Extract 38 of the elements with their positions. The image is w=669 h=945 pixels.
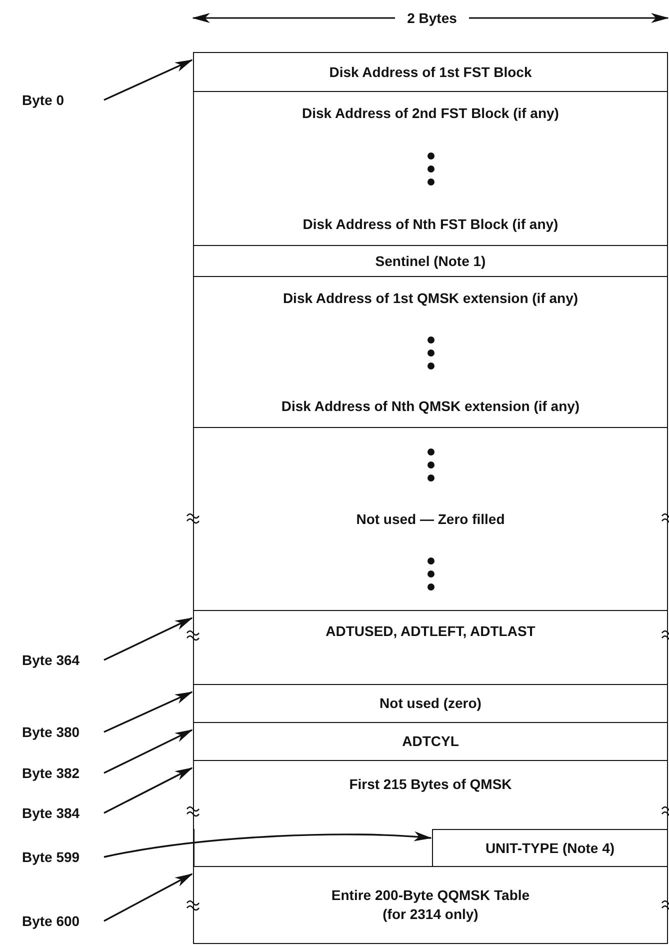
field-label: Sentinel (Note 1) [375, 252, 486, 270]
memory-field-box [193, 91, 668, 245]
field-label: Not used — Zero filled [356, 510, 505, 528]
arrow [104, 767, 193, 814]
field-label: Not used (zero) [380, 694, 482, 713]
field-label: Disk Address of 2nd FST Block (if any) [302, 104, 559, 123]
byte-offset-label: Byte 382 [22, 764, 80, 782]
field-label: Disk Address of Nth FST Block (if any) [302, 215, 558, 234]
field-label: First 215 Bytes of QMSK [349, 775, 512, 794]
byte-offset-label: Byte 599 [22, 848, 80, 866]
memory-field-box [432, 829, 668, 866]
field-label: Disk Address of 1st QMSK extension (if any) [282, 289, 578, 308]
memory-field-box [193, 276, 668, 427]
byte-offset-label: Byte 600 [22, 912, 80, 930]
byte-offset-label: Byte 0 [22, 91, 64, 109]
memory-field-box [193, 866, 668, 944]
arrow [104, 729, 193, 774]
field-label: ADTUSED, ADTLEFT, ADTLAST [326, 622, 536, 641]
memory-field-box [193, 610, 668, 684]
memory-field-box [193, 722, 668, 760]
memory-field-box [193, 684, 668, 722]
memory-field-box [193, 760, 668, 829]
byte-offset-label: Byte 364 [22, 651, 80, 669]
field-label: Disk Address of Nth QMSK extension (if any) [281, 397, 580, 416]
byte-offset-label: Byte 380 [22, 723, 80, 741]
field-label: UNIT-TYPE (Note 4) [485, 838, 615, 858]
arrow [104, 832, 432, 858]
field-label: ADTCYL [402, 732, 459, 751]
arrow [104, 59, 193, 101]
memory-field-box [193, 427, 668, 610]
field-label: Disk Address of 1st FST Block [329, 62, 532, 82]
arrow [104, 873, 193, 922]
memory-field-box [193, 52, 668, 91]
memory-field-box [193, 245, 668, 276]
field-label: Entire 200-Byte QQMSK Table (for 2314 only) [330, 886, 531, 924]
arrow [104, 691, 193, 733]
byte-offset-label: Byte 384 [22, 804, 80, 822]
arrow [104, 617, 193, 661]
